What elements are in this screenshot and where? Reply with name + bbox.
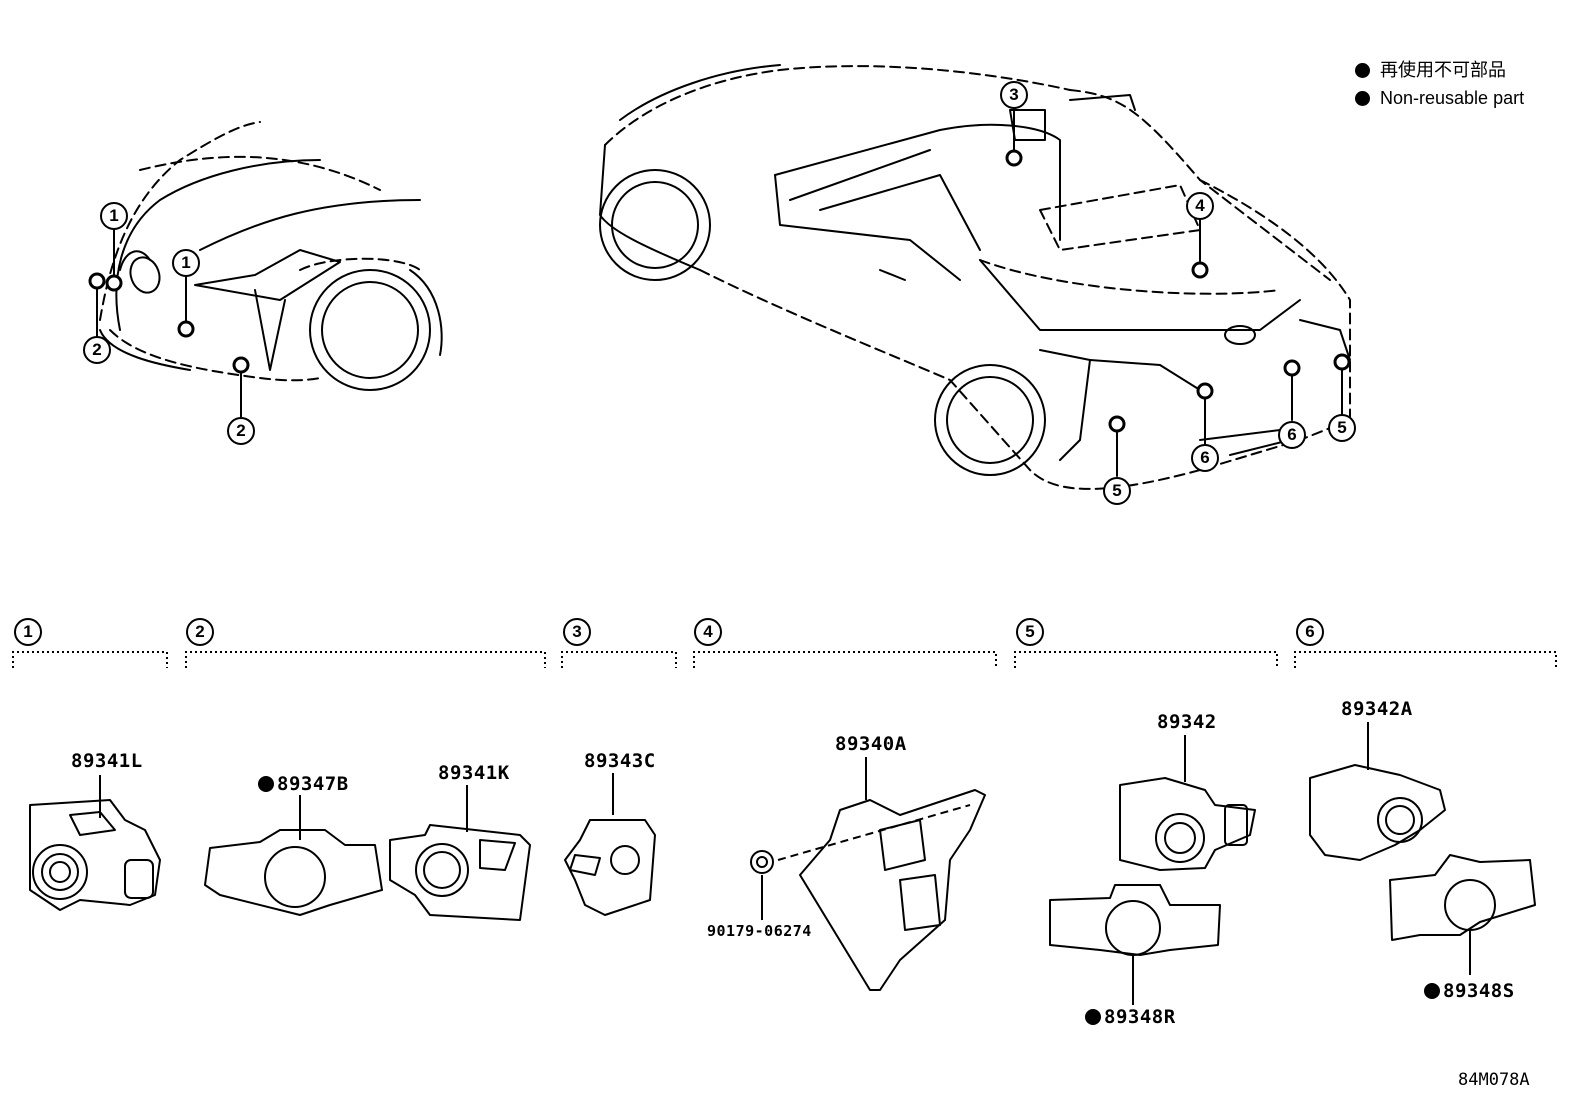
section-label-5: 5 xyxy=(1016,618,1044,646)
rear-car-illustration xyxy=(599,64,1351,490)
part-90179-06274-drawing xyxy=(750,850,774,920)
part-number-89340A[interactable]: 89340A xyxy=(835,733,907,755)
callout-rear-6b: 6 xyxy=(1278,421,1306,449)
part-number-89348S-row[interactable]: 89348S xyxy=(1424,980,1515,1002)
part-89342A-drawing xyxy=(1309,722,1446,861)
non-reusable-dot-icon xyxy=(1085,1009,1101,1025)
part-number-89342A[interactable]: 89342A xyxy=(1341,698,1413,720)
section-label-1: 1 xyxy=(14,618,42,646)
part-89340A-drawing xyxy=(777,757,986,991)
part-89342-drawing xyxy=(1119,735,1256,871)
callout-rear-6a: 6 xyxy=(1191,444,1219,472)
part-number-90179-06274[interactable]: 90179-06274 xyxy=(707,922,812,940)
section-label-3: 3 xyxy=(563,618,591,646)
part-number-89343C[interactable]: 89343C xyxy=(584,750,656,772)
callout-front-1b: 1 xyxy=(172,249,200,277)
callout-front-2a: 2 xyxy=(83,336,111,364)
part-number-89341L[interactable]: 89341L xyxy=(71,750,143,772)
section-brackets xyxy=(12,651,1557,668)
non-reusable-dot-icon xyxy=(258,776,274,792)
section-label-2: 2 xyxy=(186,618,214,646)
part-89341L-drawing xyxy=(29,775,161,911)
legend-en-text: Non-reusable part xyxy=(1380,88,1525,108)
non-reusable-dot-icon xyxy=(1355,62,1370,78)
part-89348S-drawing xyxy=(1389,854,1536,975)
section-label-4: 4 xyxy=(694,618,722,646)
part-number-89348R-row[interactable]: 89348R xyxy=(1085,1006,1176,1028)
callout-front-1a: 1 xyxy=(100,202,128,230)
callout-rear-3: 3 xyxy=(1000,81,1028,109)
section-label-6: 6 xyxy=(1296,618,1324,646)
part-89347B-drawing xyxy=(204,795,383,916)
legend-en-row: Non-reusable part xyxy=(1355,84,1524,112)
part-89348R-drawing xyxy=(1049,884,1221,1005)
illustration-code: 84M078A xyxy=(1458,1070,1530,1090)
part-89341K-drawing xyxy=(389,785,531,921)
front-car-illustration xyxy=(99,121,443,391)
part-number-89341K[interactable]: 89341K xyxy=(438,762,510,784)
part-number-89347B-row[interactable]: 89347B xyxy=(258,773,349,795)
legend-jp-text: 再使用不可部品 xyxy=(1380,60,1506,80)
callout-rear-4: 4 xyxy=(1186,192,1214,220)
part-89343C-drawing xyxy=(564,773,656,916)
legend-jp-row: 再使用不可部品 xyxy=(1355,56,1524,84)
sensor-location-dots xyxy=(88,149,1351,433)
part-number-89347B: 89347B xyxy=(277,773,349,795)
callout-rear-5a: 5 xyxy=(1103,477,1131,505)
part-number-89342[interactable]: 89342 xyxy=(1157,711,1217,733)
callout-front-2b: 2 xyxy=(227,417,255,445)
non-reusable-dot-icon xyxy=(1424,983,1440,999)
non-reusable-dot-icon xyxy=(1355,90,1370,106)
part-number-89348S: 89348S xyxy=(1443,980,1515,1002)
part-number-89348R: 89348R xyxy=(1104,1006,1176,1028)
callout-rear-5b: 5 xyxy=(1328,414,1356,442)
legend: 再使用不可部品 Non-reusable part xyxy=(1355,56,1524,112)
